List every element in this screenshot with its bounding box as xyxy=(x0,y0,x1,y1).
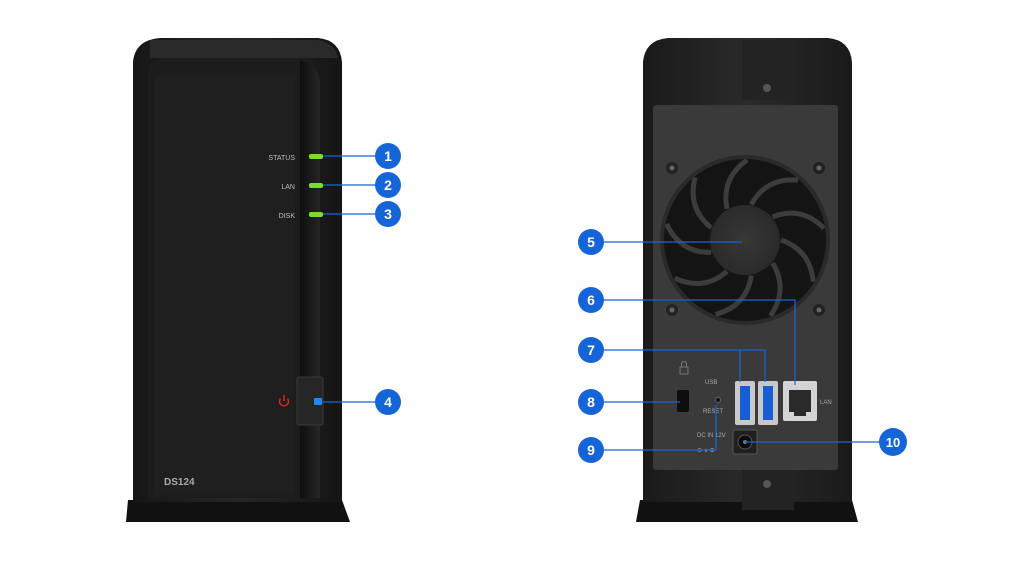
fan-blade xyxy=(664,222,712,255)
power-led xyxy=(314,398,322,405)
callout-1: 1 xyxy=(375,143,401,169)
led-label-disk: DISK xyxy=(279,213,296,220)
nas-rear-view: USB LAN RESET DC IN 12V ⊖-●-⊕ xyxy=(636,38,858,522)
led-disk xyxy=(309,212,323,217)
svg-text:7: 7 xyxy=(587,342,595,358)
reset-label: RESET xyxy=(703,409,723,415)
fan-blade xyxy=(749,177,799,206)
callout-2: 2 xyxy=(375,172,401,198)
reset-button[interactable] xyxy=(715,397,721,403)
fan-blade xyxy=(723,157,749,210)
model-label: DS124 xyxy=(164,477,195,488)
callout-9: 9 xyxy=(578,437,604,463)
rear-foot xyxy=(636,500,858,522)
led-label-status: STATUS xyxy=(268,155,295,162)
usb-label: USB xyxy=(705,380,717,386)
led-status xyxy=(309,154,323,159)
callout-3: 3 xyxy=(375,201,401,227)
lan-label: LAN xyxy=(820,400,832,406)
power-icon xyxy=(278,395,290,407)
fan xyxy=(660,155,830,325)
nas-front-view: STATUS LAN DISK DS124 xyxy=(126,38,350,522)
leader-lines xyxy=(322,155,893,451)
led-lan xyxy=(309,183,323,188)
dc-in-polarity: ⊖-●-⊕ xyxy=(697,448,715,454)
svg-text:5: 5 xyxy=(587,234,595,250)
fan-blade xyxy=(768,261,783,318)
svg-text:8: 8 xyxy=(587,394,595,410)
callout-10: 10 xyxy=(879,428,907,456)
callouts: 1 2 3 4 5 6 7 8 xyxy=(375,143,907,463)
lock-icon xyxy=(679,361,689,375)
fan-blade xyxy=(673,269,729,286)
dc-in-label: DC IN 12V xyxy=(697,433,726,439)
svg-text:10: 10 xyxy=(886,435,900,450)
svg-text:3: 3 xyxy=(384,206,392,222)
svg-text:2: 2 xyxy=(384,177,392,193)
fan-blade xyxy=(690,176,713,230)
callout-6: 6 xyxy=(578,287,604,313)
callout-7: 7 xyxy=(578,337,604,363)
callout-8: 8 xyxy=(578,389,604,415)
svg-text:4: 4 xyxy=(384,394,392,410)
led-label-lan: LAN xyxy=(281,184,295,191)
fan-blade xyxy=(780,237,816,283)
callout-4: 4 xyxy=(375,389,401,415)
security-slot[interactable] xyxy=(677,390,689,412)
svg-text:6: 6 xyxy=(587,292,595,308)
fan-blade xyxy=(771,210,826,231)
bottom-screw xyxy=(763,480,771,488)
svg-text:9: 9 xyxy=(587,442,595,458)
front-foot xyxy=(126,500,350,522)
svg-text:1: 1 xyxy=(384,148,392,164)
power-button[interactable] xyxy=(296,376,324,426)
top-screw xyxy=(763,84,771,92)
callout-5: 5 xyxy=(578,229,604,255)
